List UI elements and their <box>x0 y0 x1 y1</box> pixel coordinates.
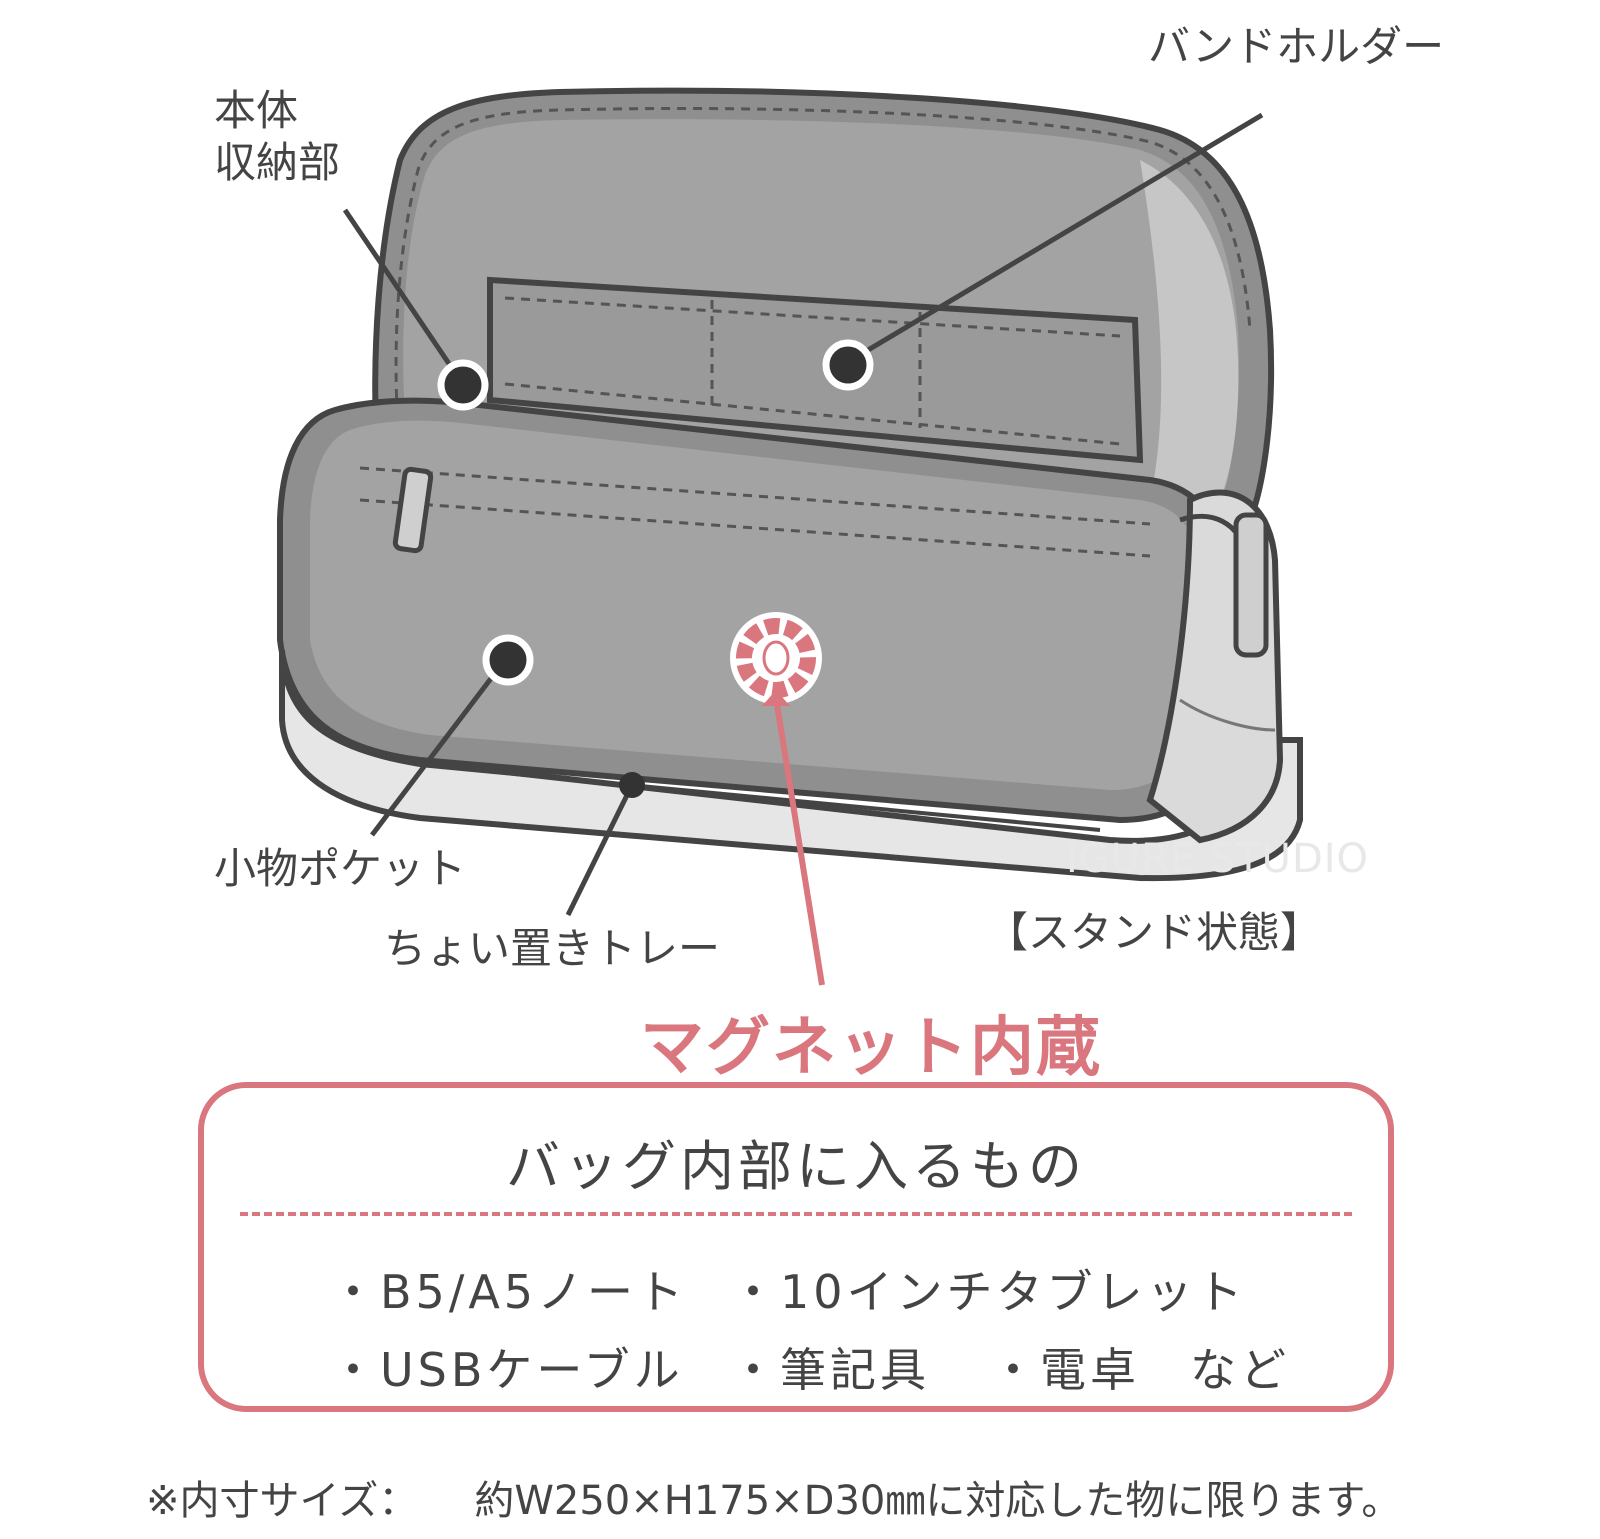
magnet-marker <box>730 612 825 986</box>
contents-box-title: バッグ内部に入るもの <box>506 1135 1086 1198</box>
small-pocket-label: 小物ポケット <box>214 844 467 893</box>
contents-item: ・10インチタブレット <box>730 1265 1247 1319</box>
callout-lines <box>342 112 1264 917</box>
contents-item: ・筆記具 <box>730 1343 930 1397</box>
main-storage-label-line2: 収納部 <box>214 138 341 187</box>
tray-label: ちょい置きトレー <box>384 924 721 973</box>
contents-box: バッグ内部に入るもの ・B5/A5ノート ・10インチタブレット ・USBケーブ… <box>198 1082 1394 1412</box>
footnote-text: 約W250×H175×D30㎜に対応した物に限ります。 <box>474 1478 1402 1524</box>
footnote-prefix: ※内寸サイズ： <box>146 1478 419 1524</box>
magnet-label: マグネット内蔵 <box>640 1011 1102 1085</box>
small-pocket-marker <box>482 634 534 686</box>
contents-box-divider <box>240 1212 1352 1216</box>
main-storage-marker <box>437 359 489 411</box>
contents-item: ・電卓 など <box>990 1343 1290 1397</box>
band-holder-marker <box>822 339 874 391</box>
callout-dots <box>437 339 874 798</box>
band-holder <box>487 276 1144 464</box>
pen-case-illustration <box>277 87 1303 986</box>
stand-state-label: 【スタンド状態】 <box>986 908 1323 957</box>
zipper-pull <box>392 466 434 554</box>
watermark-text: IGURE STUDIO <box>1066 836 1370 882</box>
bag-front-pocket <box>277 397 1229 824</box>
bag-bottom-tray <box>279 649 1303 882</box>
bag-right-side <box>1146 489 1284 844</box>
tray-marker <box>619 772 645 798</box>
footnote: ※内寸サイズ： 約W250×H175×D30㎜に対応した物に限ります。 <box>146 1468 1401 1526</box>
contents-item: ・B5/A5ノート <box>330 1265 688 1319</box>
band-holder-label: バンドホルダー <box>1148 22 1445 71</box>
contents-item: ・USBケーブル <box>330 1343 684 1397</box>
main-storage-label-line1: 本体 <box>214 86 299 135</box>
